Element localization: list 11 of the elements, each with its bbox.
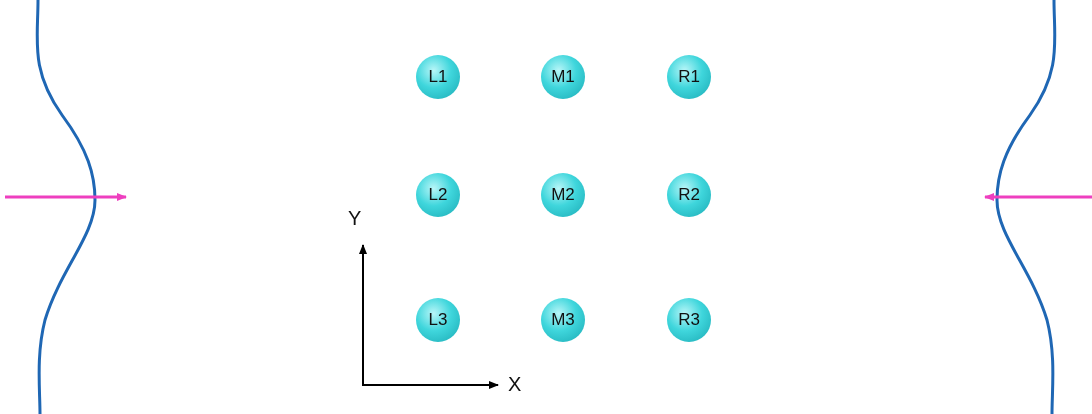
particle-sphere: L2 <box>416 173 460 217</box>
particle-sphere: M1 <box>541 55 585 99</box>
axis-label: Y <box>348 207 362 230</box>
particle-sphere: R1 <box>667 55 711 99</box>
particle-sphere: R2 <box>667 173 711 217</box>
particle-sphere: L1 <box>416 55 460 99</box>
particle-sphere: R3 <box>667 298 711 342</box>
particle-sphere: M3 <box>541 298 585 342</box>
particle-sphere: M2 <box>541 173 585 217</box>
axis-label: X <box>508 373 522 396</box>
particle-sphere: L3 <box>416 298 460 342</box>
